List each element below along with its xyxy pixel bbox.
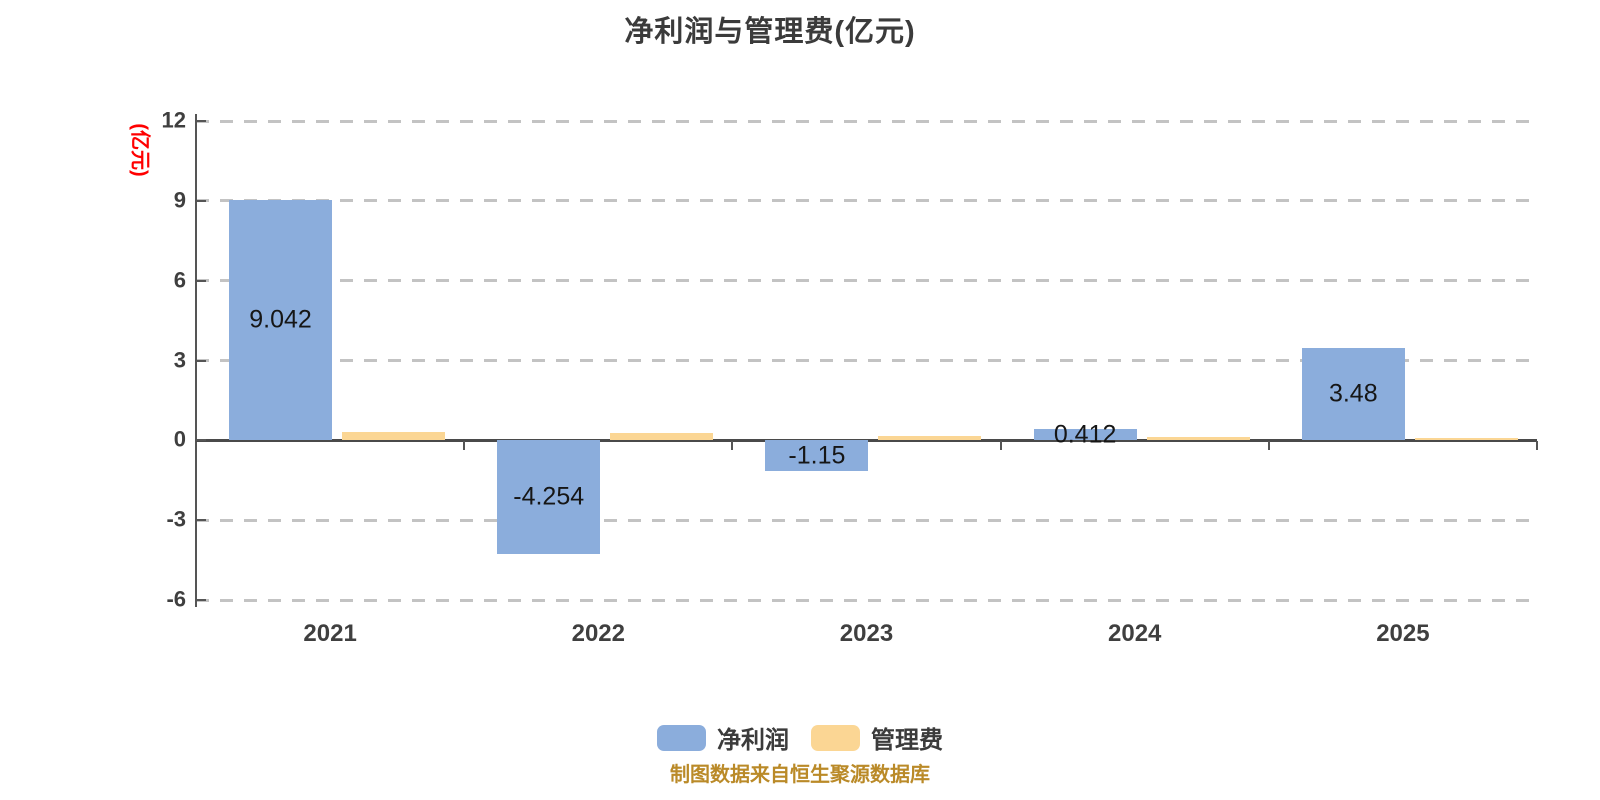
bar-mgmt-fee-2021	[342, 432, 445, 441]
y-tick-label-6: 6	[173, 267, 186, 293]
bar-mgmt-fee-2023	[878, 435, 982, 441]
value-label-net-profit-2023: -1.15	[788, 441, 846, 470]
legend-swatch-net-profit	[657, 724, 706, 751]
y-tick-label-12: 12	[161, 107, 186, 133]
y-tick-12	[196, 120, 206, 122]
gridline--6	[196, 598, 1537, 602]
x-tick-1	[463, 441, 466, 450]
gridline-9	[196, 199, 1537, 203]
value-label-net-profit-2024: 0.412	[1053, 420, 1117, 449]
y-tick-label--3: -3	[166, 506, 186, 532]
bar-net-profit-2021	[229, 199, 332, 441]
y-tick-label--6: -6	[166, 586, 186, 612]
legend-item-mgmt-fee[interactable]: 管理费	[811, 720, 943, 755]
gridline-12	[196, 119, 1537, 123]
x-tick-label-2023: 2023	[839, 620, 894, 647]
bar-mgmt-fee-2022	[610, 432, 714, 441]
bar-net-profit-2022	[497, 440, 601, 554]
x-tick-2	[731, 441, 734, 450]
data-source-note: 制图数据来自恒生聚源数据库	[670, 764, 930, 786]
gridline--3	[196, 518, 1537, 522]
bar-mgmt-fee-2024	[1146, 437, 1250, 441]
y-tick--6	[196, 599, 206, 601]
chart-title: 净利润与管理费(亿元)	[624, 16, 916, 48]
legend-label-net-profit: 净利润	[717, 727, 789, 754]
y-tick-3	[196, 359, 206, 362]
y-tick-label-0: 0	[173, 426, 186, 452]
value-label-net-profit-2021: 9.042	[249, 305, 312, 334]
y-tick-label-3: 3	[173, 346, 186, 372]
legend-item-net-profit[interactable]: 净利润	[657, 720, 789, 755]
gridline-6	[196, 279, 1537, 283]
value-label-net-profit-2025: 3.48	[1328, 379, 1378, 408]
bar-net-profit-2023	[765, 440, 869, 471]
legend: 净利润 管理费	[0, 720, 1600, 755]
y-tick-label-9: 9	[173, 187, 186, 213]
bar-mgmt-fee-2025	[1414, 437, 1518, 441]
gridline-3	[196, 359, 1537, 362]
x-tick-label-2021: 2021	[303, 620, 357, 647]
x-tick-3	[999, 441, 1002, 450]
x-tick-4	[1267, 441, 1270, 450]
bar-net-profit-2025	[1301, 347, 1405, 441]
bar-net-profit-2024	[1033, 429, 1137, 441]
y-tick-0	[196, 439, 206, 442]
x-tick-label-2025: 2025	[1376, 620, 1430, 647]
value-label-net-profit-2022: -4.254	[513, 482, 585, 511]
y-tick-9	[196, 199, 206, 202]
legend-label-mgmt-fee: 管理费	[871, 727, 943, 754]
x-tick-5	[1536, 441, 1538, 450]
y-tick--3	[196, 519, 206, 522]
x-tick-label-2022: 2022	[571, 620, 625, 647]
y-tick-6	[196, 279, 206, 282]
x-tick-label-2024: 2024	[1107, 620, 1162, 647]
legend-swatch-mgmt-fee	[811, 724, 860, 751]
